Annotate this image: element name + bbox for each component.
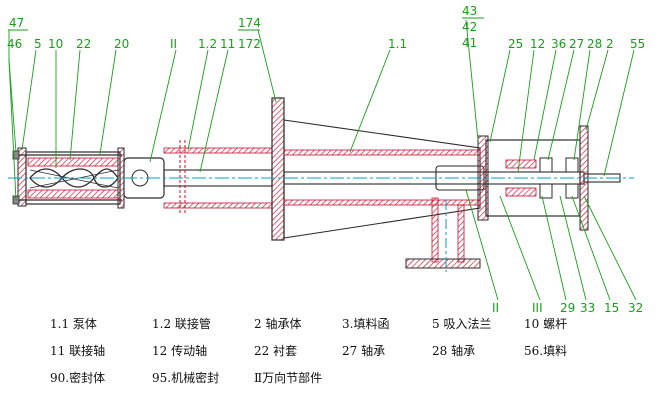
leader-36 bbox=[533, 49, 557, 161]
legend-item: 90.密封体 bbox=[50, 371, 106, 385]
callout-55: 55 bbox=[630, 37, 645, 51]
callout-1-1: 1.1 bbox=[388, 37, 407, 51]
leader-II-top bbox=[149, 49, 177, 163]
leader-5 bbox=[21, 49, 37, 151]
legend-item: 11 联接轴 bbox=[50, 344, 106, 358]
legend-item: 1.2 联接管 bbox=[152, 317, 211, 331]
legend-item: 95.机械密封 bbox=[152, 371, 220, 385]
bearing-28 bbox=[565, 157, 579, 173]
leader-28 bbox=[573, 49, 591, 161]
bearing-28-lower bbox=[565, 183, 579, 199]
leader-55 bbox=[603, 49, 635, 177]
liner-22-top bbox=[27, 157, 119, 167]
bearing-27-lower bbox=[539, 183, 553, 199]
leader-29 bbox=[541, 195, 567, 301]
parts-legend: 1.1 泵体 1.2 联接管 2 轴承体 3.填料函 5 吸入法兰 10 螺杆 … bbox=[50, 315, 650, 396]
leader-46 bbox=[8, 59, 17, 201]
legend-item: 5 吸入法兰 bbox=[432, 317, 492, 331]
callout-2: 2 bbox=[606, 37, 614, 51]
leader-2 bbox=[585, 49, 609, 131]
leader-15 bbox=[571, 195, 611, 301]
liner-22-bottom bbox=[27, 189, 119, 199]
legend-item: 2 轴承体 bbox=[254, 317, 302, 331]
legend-item: 10 螺杆 bbox=[524, 317, 568, 331]
leader-1-1 bbox=[349, 49, 391, 153]
legend-row-3: 90.密封体 95.机械密封 Ⅱ万向节部件 bbox=[50, 369, 650, 396]
leader-20 bbox=[99, 49, 117, 155]
legend-item: Ⅱ万向节部件 bbox=[254, 371, 323, 385]
legend-item: 3.填料函 bbox=[342, 317, 390, 331]
screw-rotor-crossing bbox=[29, 169, 119, 189]
legend-item: 12 传动轴 bbox=[152, 344, 208, 358]
callout-174: 174 bbox=[238, 16, 261, 30]
legend-item: 1.1 泵体 bbox=[50, 317, 97, 331]
callout-33: 33 bbox=[580, 301, 595, 315]
callout-46: 46 bbox=[7, 37, 22, 51]
legend-item: 27 轴承 bbox=[342, 344, 386, 358]
callout-172: 172 bbox=[238, 37, 261, 51]
discharge-branch bbox=[405, 197, 481, 269]
legend-row-1: 1.1 泵体 1.2 联接管 2 轴承体 3.填料函 5 吸入法兰 10 螺杆 bbox=[50, 315, 650, 342]
body-flange-174 bbox=[271, 97, 285, 241]
callout-25: 25 bbox=[508, 37, 523, 51]
discharge-flange bbox=[405, 258, 481, 269]
callout-27: 27 bbox=[569, 37, 584, 51]
callout-47: 47 bbox=[9, 16, 24, 30]
callout-28: 28 bbox=[587, 37, 602, 51]
leader-12 bbox=[517, 49, 535, 173]
leader-II-bottom bbox=[465, 189, 499, 301]
leader-27 bbox=[547, 49, 575, 161]
callout-labels: 47 46 5 10 22 20 II 1.2 11 174 172 1.1 4… bbox=[7, 4, 645, 315]
callout-32: 32 bbox=[628, 301, 643, 315]
branch-left-wall bbox=[431, 197, 439, 263]
legend-item: 56.填料 bbox=[524, 344, 568, 358]
callout-36: 36 bbox=[551, 37, 566, 51]
leader-43 bbox=[465, 19, 479, 141]
callout-5: 5 bbox=[34, 37, 42, 51]
callout-41: 41 bbox=[462, 36, 477, 50]
callout-12: 12 bbox=[530, 37, 545, 51]
pump-body-1-1 bbox=[283, 119, 481, 239]
legend-row-2: 11 联接轴 12 传动轴 22 衬套 27 轴承 28 轴承 56.填料 bbox=[50, 342, 650, 369]
callout-1-2: 1.2 bbox=[198, 37, 217, 51]
leader-lines bbox=[8, 17, 637, 301]
leader-1-2 bbox=[187, 49, 209, 151]
leader-32 bbox=[583, 195, 637, 301]
callout-29: 29 bbox=[560, 301, 575, 315]
callout-III: III bbox=[532, 301, 543, 315]
callout-10: 10 bbox=[48, 37, 63, 51]
callout-20: 20 bbox=[114, 37, 129, 51]
bearing-27 bbox=[539, 157, 553, 173]
callout-II-top: II bbox=[170, 37, 177, 51]
callout-15: 15 bbox=[604, 301, 619, 315]
leader-33 bbox=[559, 195, 587, 301]
callout-43: 43 bbox=[462, 4, 477, 18]
leader-11 bbox=[199, 49, 229, 173]
packing-gland-bottom bbox=[505, 187, 537, 197]
branch-right-wall bbox=[457, 204, 465, 263]
callout-42: 42 bbox=[462, 20, 477, 34]
pump-body-cone bbox=[283, 119, 481, 239]
pump-body-tube-bottom bbox=[283, 199, 481, 206]
leader-25 bbox=[489, 49, 511, 143]
leader-III bbox=[499, 195, 541, 301]
pump-body-tube-top bbox=[283, 149, 481, 156]
legend-item: 28 轴承 bbox=[432, 344, 476, 358]
legend-item: 22 衬套 bbox=[254, 344, 298, 358]
packing-gland-top bbox=[505, 159, 537, 169]
leader-22 bbox=[69, 49, 81, 161]
callout-II-bottom: II bbox=[492, 301, 499, 315]
callout-22: 22 bbox=[76, 37, 91, 51]
callout-11: 11 bbox=[220, 37, 235, 51]
